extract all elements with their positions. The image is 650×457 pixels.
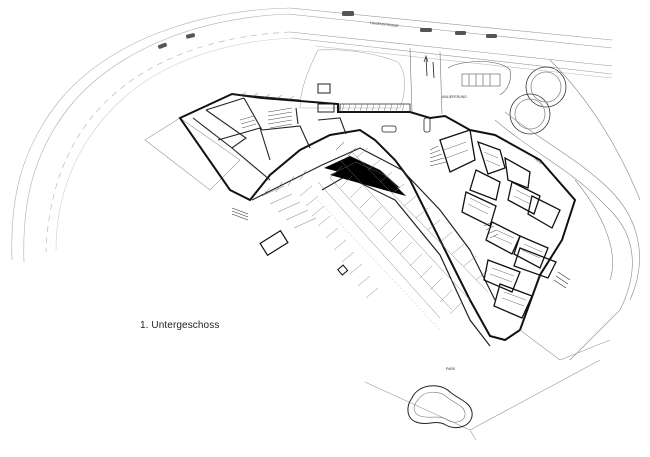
street-lines [287, 7, 613, 79]
nw-wing-stairs [239, 107, 293, 129]
parked-car [381, 125, 397, 133]
street-label: HAGENSTRASSE [370, 21, 400, 28]
parked-car-2 [423, 117, 431, 133]
garage-outer-wall [251, 147, 496, 347]
south-site-lines [364, 329, 611, 441]
access-label: ANLIEFERUNG [442, 95, 467, 99]
curved-road-lines [11, 7, 293, 263]
pond [407, 385, 473, 428]
landscape-area [299, 49, 405, 109]
left-terrace [144, 117, 241, 191]
roundabout [509, 66, 567, 135]
kiosk [317, 83, 331, 94]
surface-parking [447, 61, 511, 96]
nw-wing-rooms [192, 97, 347, 181]
outside-stair [231, 207, 571, 289]
ventilation-shaft [259, 229, 289, 257]
north-ramp [231, 91, 411, 113]
east-rooms [439, 129, 561, 319]
garage-bays-upper [261, 155, 407, 229]
parking-bays-diagonal [299, 147, 489, 319]
small-shaft [337, 264, 349, 276]
dimension-marks [317, 141, 441, 331]
east-room-details [443, 141, 543, 307]
east-road-label: WEG [533, 157, 542, 165]
park-label: PARK [446, 367, 456, 371]
east-room-stairs [429, 145, 499, 239]
floor-caption: 1. Untergeschoss [140, 320, 220, 331]
east-road [494, 59, 641, 361]
street-vehicles [157, 11, 497, 49]
access-road [409, 47, 443, 115]
